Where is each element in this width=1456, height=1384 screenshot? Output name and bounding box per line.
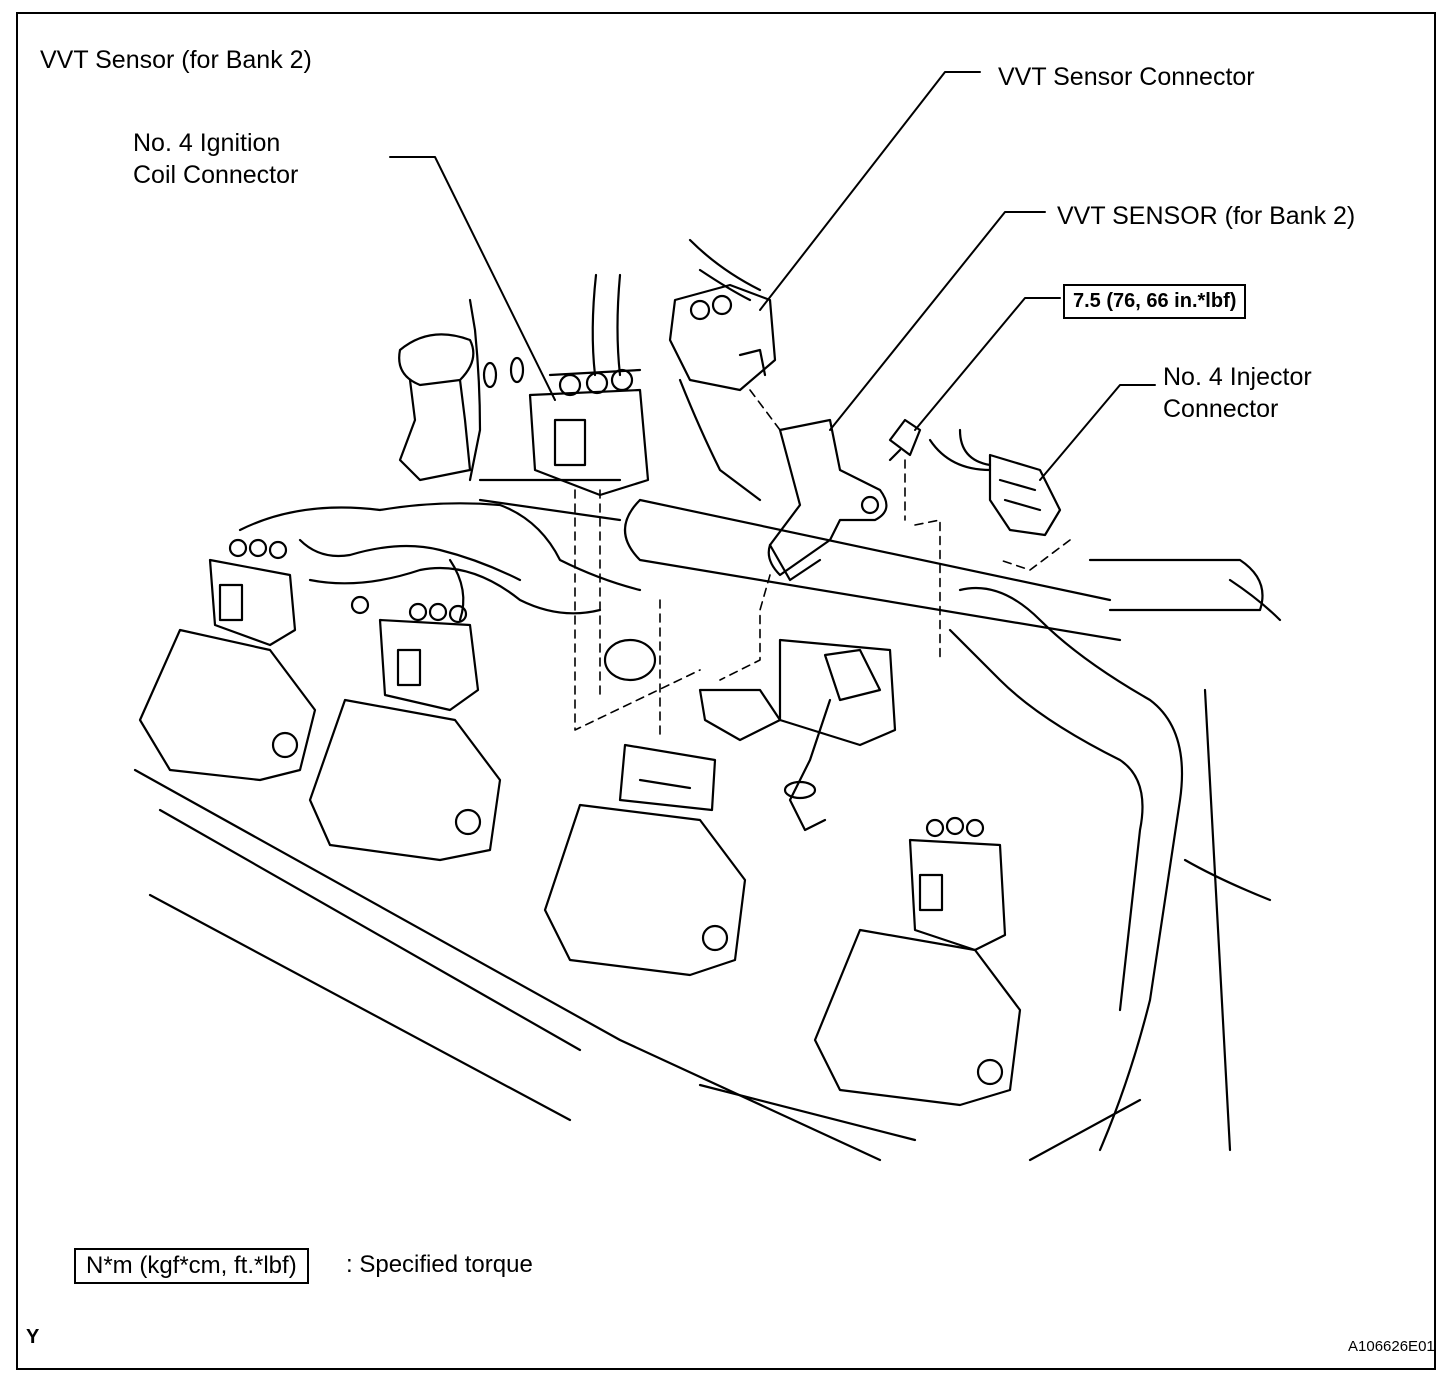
dashed-guides [574,389,1071,741]
vvt-sensor-connector-shape [668,283,777,392]
label-injector-line2: Connector [1163,395,1279,423]
bolt-shape [888,418,922,462]
fuel-rail [624,498,1282,1152]
ignition-coil-1 [138,538,317,782]
upper-engine-parts [398,238,992,522]
leader-lines [389,71,1156,481]
diagram-title: VVT Sensor (for Bank 2) [40,46,312,74]
wiring-harness [238,502,657,682]
legend-description: : Specified torque [346,1251,533,1278]
label-ignition-coil-line2: Coil Connector [133,161,299,189]
legend-torque-box: N*m (kgf*cm, ft.*lbf) [74,1248,309,1284]
ignition-coil-4 [813,816,1022,1107]
torque-value-box: 7.5 (76, 66 in.*lbf) [1063,284,1247,319]
label-injector-line1: No. 4 Injector [1163,363,1312,391]
no4-injector-connector-shape [958,428,1062,537]
figure-id: A106626E01 [1348,1338,1435,1355]
corner-letter: Y [26,1326,40,1348]
diagram-frame [16,12,1436,1370]
ignition-coil-2 [308,602,502,862]
vvt-sensor-shape [767,418,888,582]
no4-ignition-coil-connector-shape [528,368,650,497]
label-vvt-sensor: VVT SENSOR (for Bank 2) [1057,202,1356,230]
cylinder-head-edges [133,768,1142,1162]
label-vvt-sensor-connector: VVT Sensor Connector [998,63,1255,91]
injector-assembly [698,638,897,832]
ignition-coil-3 [543,743,747,977]
label-ignition-coil-line1: No. 4 Ignition [133,129,281,157]
